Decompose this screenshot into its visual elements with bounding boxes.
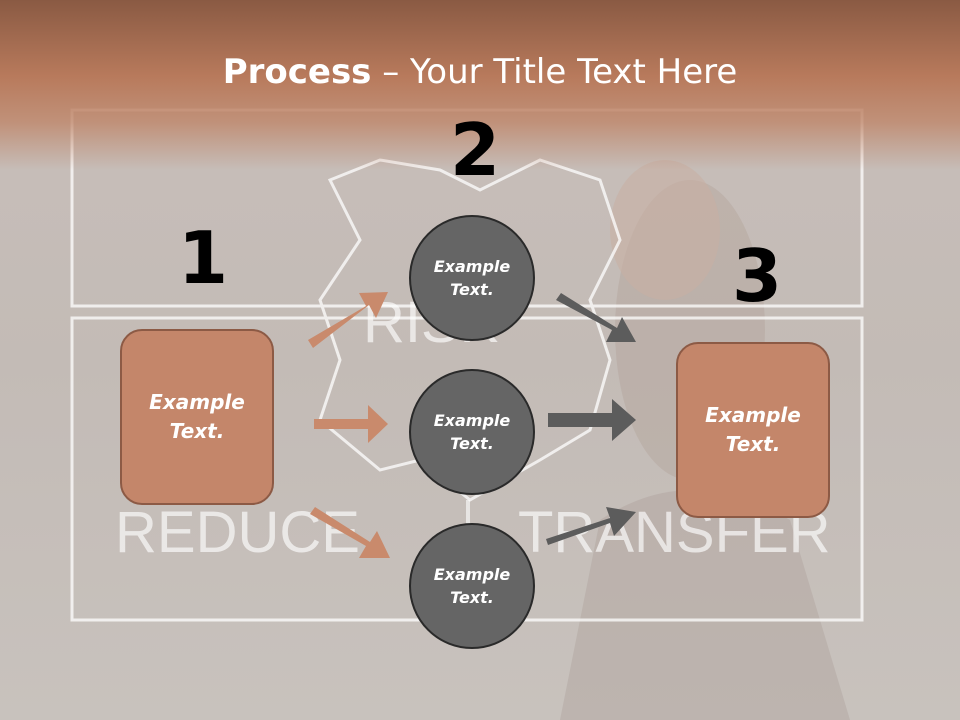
example-circle-2-text: Example Text. [433,411,511,453]
example-circle-3-text: Example Text. [433,565,511,607]
example-circle-2: Example Text. [409,369,535,495]
example-circle-1-text: Example Text. [433,257,511,299]
title-bold: Process [222,52,372,92]
example-box-left: Example Text. [120,329,274,505]
step-number-1: 1 [178,216,229,300]
example-box-right: Example Text. [676,342,830,518]
header-band [0,0,960,170]
example-circle-3: Example Text. [409,523,535,649]
title-rest: – Your Title Text Here [371,52,738,92]
step-number-3: 3 [732,234,783,318]
bg-word-reduce: REDUCE [115,500,360,565]
example-box-left-text: Example Text. [149,390,245,443]
example-box-right-text: Example Text. [705,403,801,456]
example-circle-1: Example Text. [409,215,535,341]
page-title: Process – Your Title Text Here [0,52,960,92]
step-number-2: 2 [450,108,501,192]
